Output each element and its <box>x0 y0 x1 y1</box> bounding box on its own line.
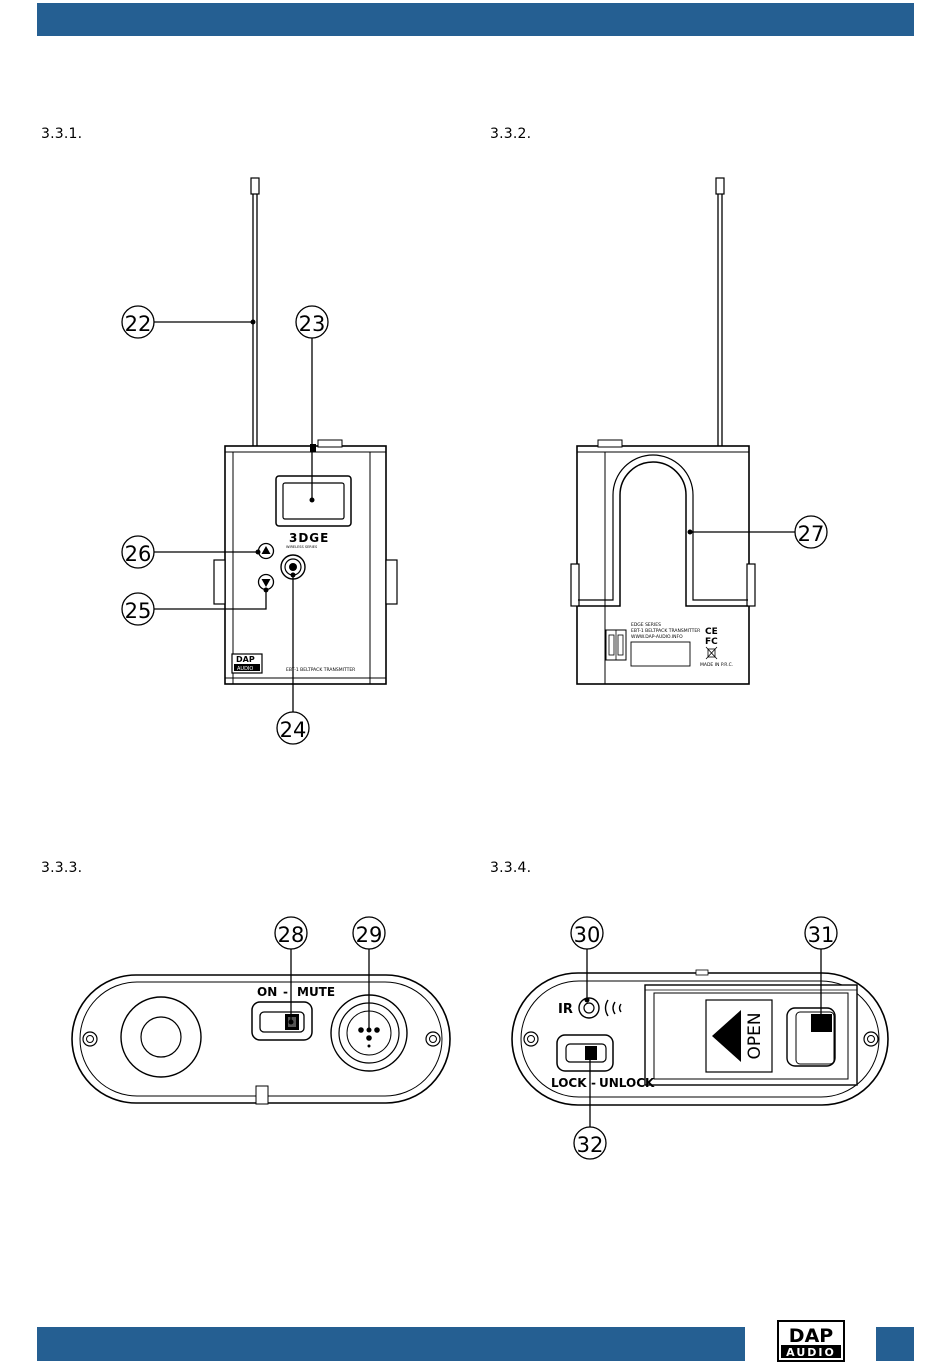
svg-text:26: 26 <box>125 542 152 566</box>
antenna <box>716 178 724 446</box>
svg-text:31: 31 <box>808 923 835 947</box>
dap-audio-small-logo: DAP AUDIO <box>232 654 262 673</box>
bottom-view-diagram: OPEN IR LOCK - UNLOCK 30 31 32 <box>475 900 950 1170</box>
ir-label: IR <box>558 1002 573 1017</box>
front-view-diagram: 3DGE WIRELESS SERIES DAP AUDIO EBT-1 BEL… <box>0 0 475 760</box>
svg-text:EDGE SERIES: EDGE SERIES <box>631 622 661 628</box>
top-view-diagram: ON - MUTE 28 29 <box>0 900 475 1130</box>
svg-text:EBT-1 BELTPACK TRANSMITTER: EBT-1 BELTPACK TRANSMITTER <box>631 628 700 634</box>
svg-text:23: 23 <box>299 312 326 336</box>
lock-label: LOCK <box>551 1076 587 1090</box>
callout-22: 22 <box>122 306 256 338</box>
footer-bar-end <box>876 1327 914 1361</box>
weee-bin-icon <box>706 647 717 659</box>
svg-text:24: 24 <box>280 718 307 742</box>
svg-text:28: 28 <box>278 923 305 947</box>
svg-text:22: 22 <box>125 312 152 336</box>
back-view-diagram: EDGE SERIES EBT-1 BELTPACK TRANSMITTER W… <box>475 0 950 760</box>
svg-text:30: 30 <box>574 923 601 947</box>
svg-text:DAP: DAP <box>236 655 255 664</box>
transmitter-body: 3DGE WIRELESS SERIES DAP AUDIO EBT-1 BEL… <box>214 440 397 684</box>
battery-compartment <box>606 630 626 660</box>
fc-mark: FC <box>705 637 718 647</box>
battery-cover[interactable]: OPEN <box>645 985 857 1085</box>
dap-audio-logo: DAP AUDIO <box>777 1320 845 1362</box>
svg-text:DAP: DAP <box>789 1325 833 1347</box>
transmitter-back-body: EDGE SERIES EBT-1 BELTPACK TRANSMITTER W… <box>571 440 755 684</box>
svg-text:AUDIO: AUDIO <box>786 1346 836 1359</box>
svg-text:29: 29 <box>356 923 383 947</box>
section-number-3-3-3: 3.3.3. <box>41 860 82 876</box>
svg-text:32: 32 <box>577 1133 604 1157</box>
down-button[interactable] <box>259 575 274 590</box>
svg-text:27: 27 <box>798 522 825 546</box>
svg-text:-: - <box>283 985 288 999</box>
ce-mark: CE <box>705 627 718 637</box>
brand-text: 3DGE <box>289 531 329 545</box>
on-mute-switch[interactable] <box>252 1002 312 1040</box>
antenna-socket <box>121 997 201 1077</box>
antenna <box>251 178 259 446</box>
svg-text:MADE IN P.R.C.: MADE IN P.R.C. <box>700 662 733 668</box>
up-button[interactable] <box>259 544 274 559</box>
footer-bar <box>37 1327 745 1361</box>
open-label: OPEN <box>745 1012 765 1059</box>
svg-text:-: - <box>591 1076 596 1090</box>
unlock-label: UNLOCK <box>599 1076 655 1090</box>
svg-text:AUDIO: AUDIO <box>237 666 253 672</box>
svg-text:25: 25 <box>125 599 152 623</box>
model-label: EBT-1 BELTPACK TRANSMITTER <box>286 667 355 673</box>
lock-unlock-switch[interactable] <box>557 1035 613 1071</box>
svg-text:WWW.DAP-AUDIO.INFO: WWW.DAP-AUDIO.INFO <box>631 634 683 640</box>
section-number-3-3-4: 3.3.4. <box>490 860 531 876</box>
switch-label-mute: MUTE <box>297 985 335 999</box>
brand-subtext: WIRELESS SERIES <box>286 545 318 549</box>
switch-label-on: ON <box>257 985 277 999</box>
